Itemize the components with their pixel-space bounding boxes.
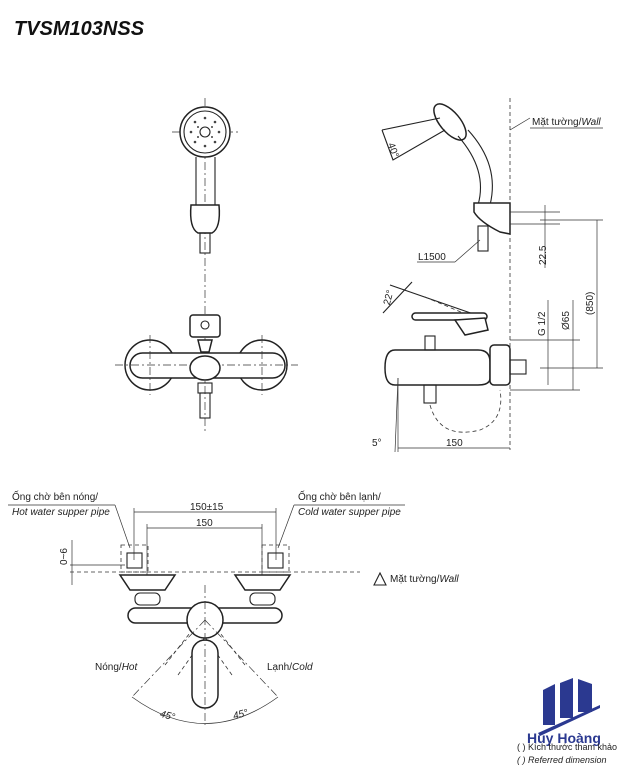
svg-text:22°: 22°	[382, 289, 397, 306]
hose-holder-front	[189, 204, 221, 234]
svg-text:Ống chờ bên nóng/: Ống chờ bên nóng/	[12, 489, 98, 503]
svg-text:Hot water supper pipe: Hot water supper pipe	[12, 507, 110, 518]
svg-text:Ống chờ bên lạnh/: Ống chờ bên lạnh/	[298, 489, 381, 503]
svg-text:45°: 45°	[159, 709, 176, 724]
svg-text:150: 150	[196, 518, 213, 529]
svg-text:(850): (850)	[585, 292, 596, 315]
product-title: TVSM103NSS	[14, 18, 145, 40]
svg-text:22.5: 22.5	[538, 245, 549, 265]
svg-text:40°: 40°	[385, 141, 401, 159]
wall-label-top: Mặt tường/Wall	[390, 574, 459, 585]
legend-ref-vi: ( ) Kích thước tham khảo	[517, 742, 617, 752]
hose-holder-side	[473, 202, 511, 235]
svg-text:150: 150	[446, 438, 463, 449]
svg-text:0~6: 0~6	[59, 548, 70, 565]
svg-text:150±15: 150±15	[190, 502, 224, 513]
front-view	[115, 98, 298, 432]
hot-label: Nóng/Hot	[95, 662, 138, 673]
svg-text:5°: 5°	[372, 438, 382, 449]
top-view: Ống chờ bên nóng/ Hot water supper pipe …	[8, 489, 459, 725]
shower-head-side	[433, 103, 467, 141]
svg-text:L1500: L1500	[418, 252, 446, 263]
svg-text:Cold water supper pipe: Cold water supper pipe	[298, 507, 401, 518]
mixer-body-side	[384, 349, 491, 386]
legend-ref-en: ( ) Referred dimension	[517, 755, 607, 765]
logo: Huy Hoàng	[527, 678, 601, 746]
wall-label-side: Mặt tường/Wall	[532, 117, 601, 128]
side-view: Mặt tường/Wall 40° 22.5 L1500 (850) Ø65 …	[372, 98, 603, 453]
svg-text:G 1/2: G 1/2	[537, 311, 548, 336]
svg-text:Huy Hoàng: Huy Hoàng	[527, 730, 601, 746]
cold-label: Lạnh/Cold	[267, 662, 313, 673]
svg-text:45°: 45°	[232, 708, 249, 723]
shower-head-front	[179, 106, 231, 158]
svg-text:Ø65: Ø65	[561, 311, 572, 330]
lever-cap-front	[189, 314, 221, 338]
